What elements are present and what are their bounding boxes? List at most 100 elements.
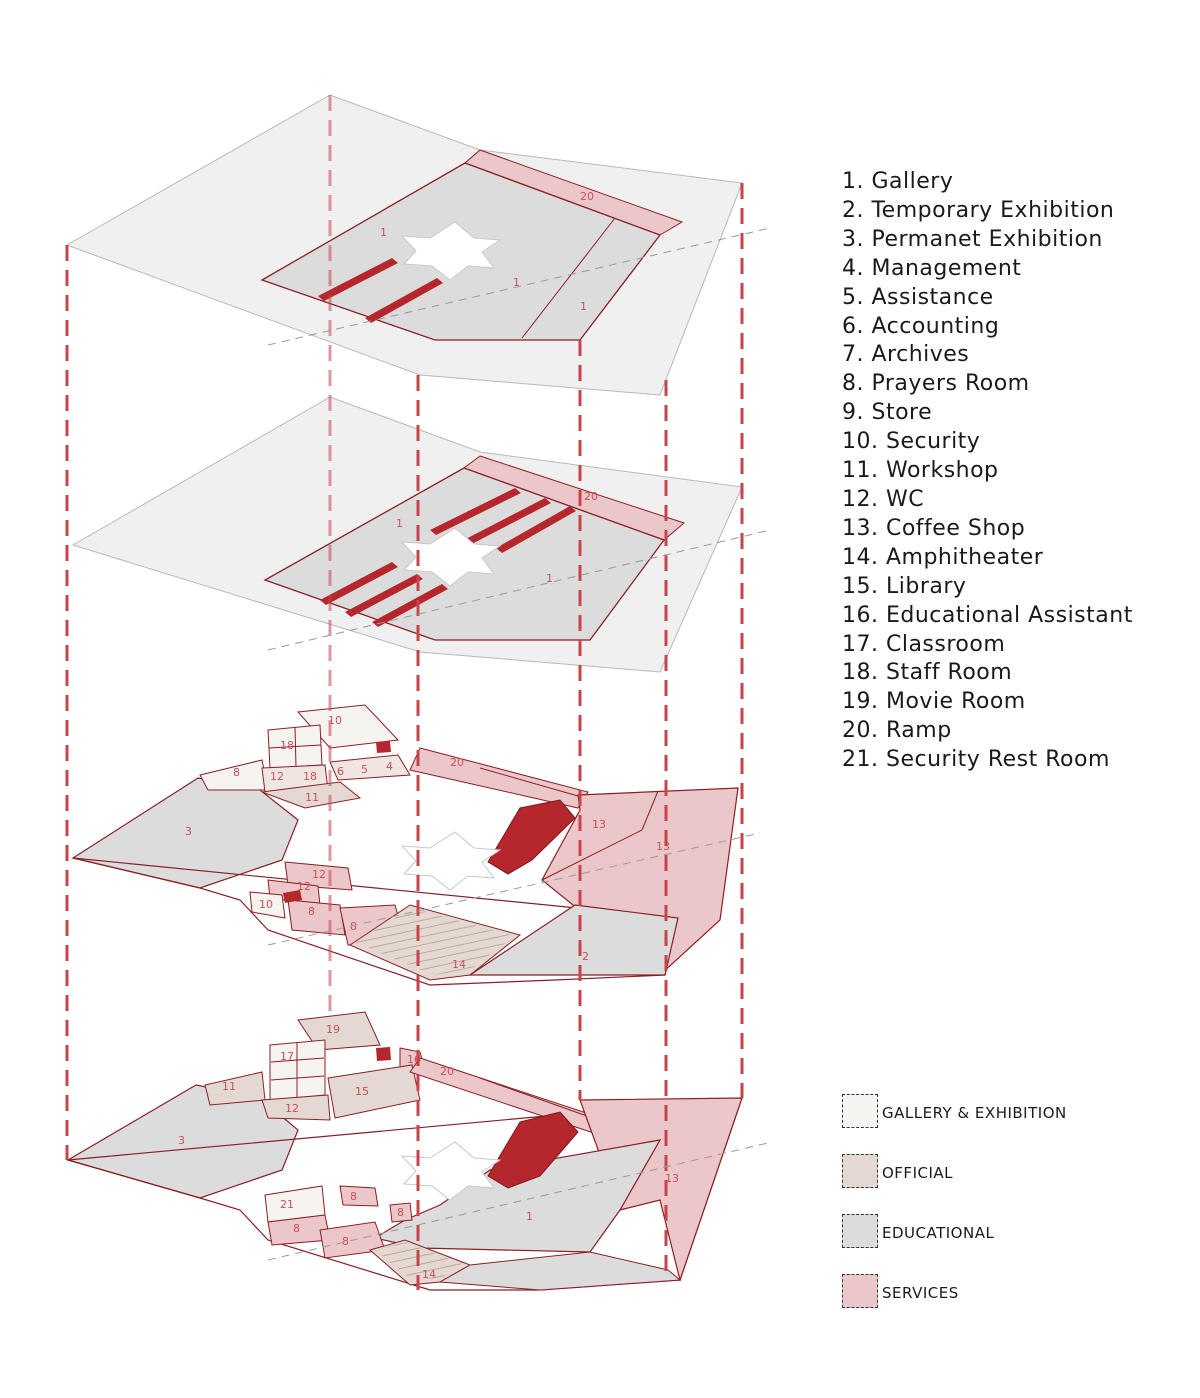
floor-1-label-6: 6 [337,765,344,778]
floor-2-stair-6 [496,506,576,553]
legend-item: 7. Archives [842,342,970,368]
ground-label-20: 20 [440,1065,454,1078]
legend-item: 14. Amphitheater [842,544,1044,570]
floor-3-label-1b: 1 [513,276,520,289]
floor-1-room-7 [376,741,391,753]
legend-item: 3. Permanet Exhibition [842,226,1103,252]
legend-item: 20. Ramp [842,718,952,744]
align-g [267,1142,769,1261]
legend-item: 19. Movie Room [842,689,1026,715]
floor-1: 10 18 18 8 12 6 5 4 11 20 3 13 13 12 12 … [71,704,739,986]
floor-1-grid-v [294,726,297,768]
legend-item: 11. Workshop [842,458,999,484]
legend-item: 15. Library [842,573,967,599]
floor-3-label-1c: 1 [580,300,587,313]
ground-label-8c: 8 [342,1235,349,1248]
floor-3-void [400,221,502,281]
ground-label-21: 21 [280,1198,294,1211]
floor-1-label-14: 14 [452,958,466,971]
floor-2-stair-3 [372,584,448,627]
ground-label-3: 3 [178,1134,185,1147]
category-label: GALLERY & EXHIBITION [882,1104,1067,1122]
floor-1-label-13b: 13 [656,840,670,853]
legend-item: 8. Prayers Room [842,371,1030,397]
floor-3-divider [521,217,616,339]
floor-1-ramp-line [479,767,579,797]
alignment-lines [267,227,771,1261]
ground-grid-h2 [270,1075,325,1081]
ground-label-13: 13 [665,1172,679,1185]
floor-2-stair-1 [320,562,398,605]
align-f1 [267,832,761,946]
floor-ground: 19 17 16 20 11 12 15 3 13 21 8 8 8 8 1 1… [66,1011,743,1291]
ground-label-11: 11 [222,1080,236,1093]
ground-room-8d [389,1202,413,1223]
floor-1-void [400,831,502,891]
legend-item: 21. Security Rest Room [842,747,1110,773]
ground-label-19: 19 [326,1023,340,1036]
floor-1-label-2: 2 [582,950,589,963]
legend-item: 1. Gallery [842,169,954,194]
legend-item: 18. Staff Room [842,660,1013,686]
floor-2-label-1a: 1 [396,517,403,530]
floor-2-void [400,527,502,587]
swatch-services [842,1274,878,1308]
ground-grid-h1 [270,1057,325,1063]
floor-3-stair-2 [365,278,443,323]
ground-room-14-hatch [375,1242,465,1280]
swatch-official [842,1154,878,1188]
floor-1-label-11: 11 [305,791,319,804]
floor-1-room-11 [261,781,362,809]
floor-1-label-20: 20 [450,756,464,769]
floor-2-label-1b: 1 [546,572,553,585]
ground-void [400,1141,502,1201]
ground-label-12: 12 [285,1102,299,1115]
swatch-educational [842,1214,878,1248]
floor-1-room-654 [329,754,411,781]
floor-1-grid-h [268,744,322,749]
ground-room-7 [376,1047,391,1061]
floor-1-label-18b: 18 [303,770,317,783]
floor-3-stair-1 [318,258,398,301]
floor-1-label-3: 3 [185,825,192,838]
floor-1-room-12b [284,861,353,891]
ground-room-15 [327,1064,421,1119]
legend-item: 17. Classroom [842,631,1006,657]
floor-2-label-20: 20 [584,490,598,503]
floor-1-label-12c: 12 [297,880,311,893]
floor-1-label-4: 4 [386,760,393,773]
legend-item: 9. Store [842,400,933,426]
legend-item: 12. WC [842,486,925,512]
floor-3: 1 1 1 20 [65,94,743,396]
ground-label-17: 17 [280,1050,294,1063]
floor-2: 1 1 20 [71,396,743,673]
align-f2 [267,529,771,651]
floor-1-divider-a [641,790,659,831]
ground-room-12 [261,1094,331,1121]
category-label: SERVICES [882,1284,959,1302]
ground-label-8a: 8 [350,1190,357,1203]
floor-1-label-12b: 12 [312,868,326,881]
floor-1-room-14-hatch [355,908,515,975]
floor-3-label-1a: 1 [380,226,387,239]
floor-1-stair-small [283,890,302,903]
floor-1-stair [487,799,576,875]
floor-1-label-5: 5 [361,763,368,776]
floor-3-label-20: 20 [580,190,594,203]
swatch-gallery [842,1094,878,1128]
floor-1-room-10b [249,891,286,919]
floor-2-stair-4 [430,488,521,535]
ground-label-8b: 8 [293,1222,300,1235]
legend-item: 2. Temporary Exhibition [842,197,1115,223]
ground-label-15: 15 [355,1085,369,1098]
ground-stair [487,1111,579,1189]
floor-1-label-10b: 10 [259,898,273,911]
floor-1-label-13a: 13 [592,818,606,831]
legend-item: 10. Security [842,429,981,455]
floor-1-label-8c: 8 [350,920,357,933]
floor-2-stair-5 [460,498,551,547]
legend-item: 5. Assistance [842,284,994,310]
category-label: EDUCATIONAL [882,1224,995,1242]
ground-room-8a [339,1185,379,1207]
